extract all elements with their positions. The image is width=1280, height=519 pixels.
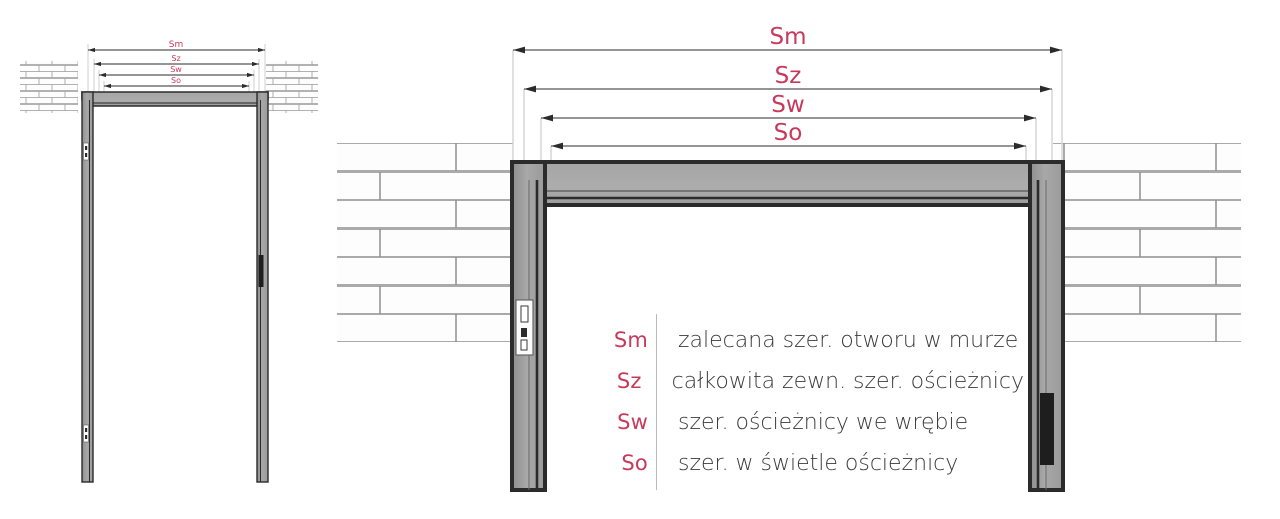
small-door-view: Sm Sz Sw So xyxy=(20,40,318,483)
large-hinge xyxy=(1040,393,1054,465)
legend-description-sz: całkowita zewn. szer. ościeżnicy xyxy=(671,368,1024,394)
legend-symbol-sw: Sw xyxy=(617,410,648,434)
small-label-sz: Sz xyxy=(171,54,180,63)
small-wall-left xyxy=(20,61,78,113)
legend-row-sw: Sw szer. ościeżnicy we wrębie xyxy=(604,402,1024,443)
large-label-sm: Sm xyxy=(769,24,806,50)
legend-row-sm: Sm zalecana szer. otworu w murze xyxy=(604,320,1024,361)
large-label-so: So xyxy=(774,120,803,146)
large-dimension-lines xyxy=(513,46,1062,150)
legend-symbol-sm: Sm xyxy=(613,328,648,352)
legend-description-so: szer. w świetle ościeżnicy xyxy=(678,450,959,476)
small-frame xyxy=(81,91,269,483)
legend-description-sw: szer. ościeżnicy we wrębie xyxy=(678,409,969,435)
large-strike-plate xyxy=(515,299,534,356)
small-frame-jamb-left xyxy=(81,91,94,483)
small-frame-head xyxy=(81,91,269,107)
large-door-view: Sm Sz Sw So xyxy=(337,24,1241,492)
small-hinge xyxy=(258,255,264,287)
legend-row-sz: Sz całkowita zewn. szer. ościeżnicy xyxy=(604,361,1024,402)
legend-description-sm: zalecana szer. otworu w murze xyxy=(678,327,1019,353)
small-dimension-lines xyxy=(88,47,265,89)
large-label-sw: Sw xyxy=(771,92,804,118)
small-label-sm: Sm xyxy=(169,40,183,50)
legend-divider xyxy=(656,314,657,490)
large-wall-left xyxy=(337,143,513,342)
legend-symbol-so: So xyxy=(621,451,648,475)
small-strike-plate-lower xyxy=(83,424,89,443)
large-wall-right xyxy=(1053,143,1241,342)
small-strike-plate-upper xyxy=(83,142,89,161)
large-extension-lines xyxy=(512,50,1063,172)
large-label-sz: Sz xyxy=(775,63,802,89)
small-wall-right xyxy=(266,61,318,113)
dimension-legend: Sm zalecana szer. otworu w murze Sz całk… xyxy=(604,312,1024,492)
legend-row-so: So szer. w świetle ościeżnicy xyxy=(604,443,1024,484)
legend-symbol-sz: Sz xyxy=(616,369,642,393)
small-label-so: So xyxy=(171,76,181,85)
small-label-sw: Sw xyxy=(170,65,182,74)
